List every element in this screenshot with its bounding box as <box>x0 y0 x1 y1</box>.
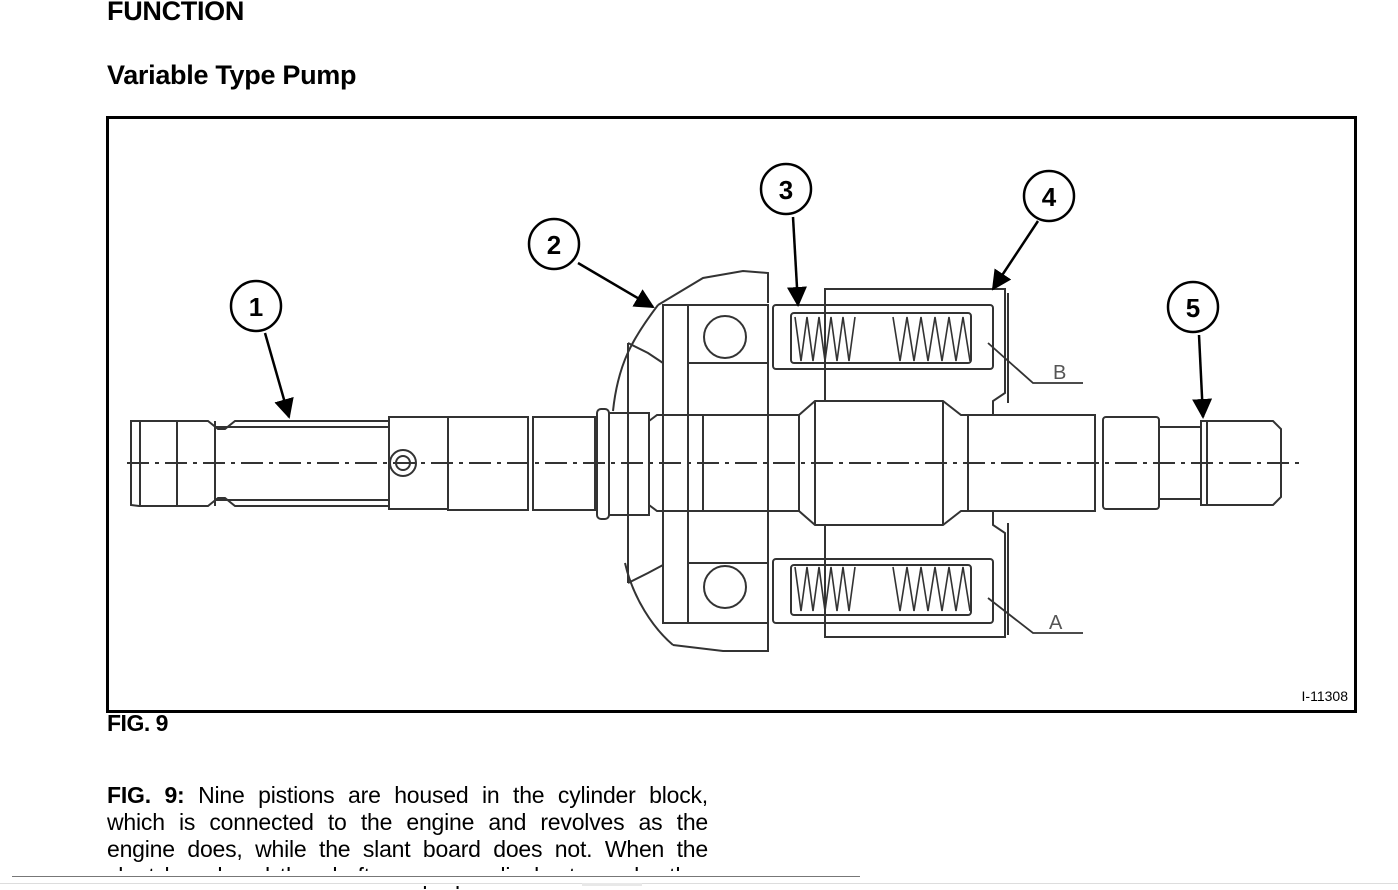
callout-5-label: 5 <box>1186 293 1200 323</box>
pump-cross-section-drawing: 1 2 3 4 5 B A <box>127 162 1305 652</box>
leader-b <box>987 342 1083 384</box>
figure-image-id: I-11308 <box>1301 688 1348 704</box>
callout-1-arrow <box>263 332 294 419</box>
slant-board <box>612 269 769 652</box>
callout-2-label: 2 <box>547 230 561 260</box>
callout-5-circle <box>1166 280 1220 334</box>
caption-line-3: engine does, while the slant board does … <box>107 836 708 862</box>
section-heading: FUNCTION <box>107 0 245 26</box>
callout-3-label: 3 <box>779 175 793 205</box>
callout-1-circle <box>229 279 283 333</box>
callout-4-arrow <box>991 220 1040 291</box>
caption-line-2: which is connected to the engine and rev… <box>107 809 708 835</box>
callout-1-label: 1 <box>249 292 263 322</box>
callout-4-circle <box>1022 169 1076 223</box>
viewport-edge <box>0 883 1398 884</box>
springs <box>794 316 971 612</box>
page-cutoff <box>0 871 1398 886</box>
caption-lead: FIG. 9: <box>107 782 185 808</box>
scroll-tab <box>582 883 642 886</box>
callout-4-label: 4 <box>1042 182 1057 212</box>
callout-5-arrow <box>1192 334 1213 419</box>
figure-frame: 1 2 3 4 5 B A I-11308 <box>106 116 1357 713</box>
part-label-a: A <box>1049 612 1063 634</box>
page-divider <box>12 876 860 877</box>
cylinder-block <box>772 288 1009 638</box>
caption-line-1: FIG. 9: Nine pistions are housed in the … <box>107 782 708 808</box>
callout-2-arrow <box>577 261 655 309</box>
callout-3-arrow <box>786 216 807 307</box>
part-label-b: B <box>1053 362 1066 384</box>
leader-a <box>987 597 1083 634</box>
callout-3-circle <box>759 162 813 216</box>
subsection-heading: Variable Type Pump <box>107 60 357 90</box>
callout-2-circle <box>527 217 581 271</box>
figure-label: FIG. 9 <box>107 710 168 736</box>
